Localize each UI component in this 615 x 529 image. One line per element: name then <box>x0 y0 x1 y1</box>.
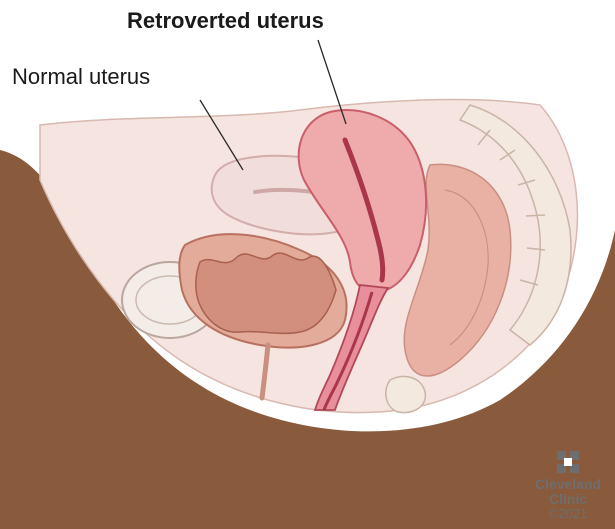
copyright-text: ©2021 <box>533 507 603 521</box>
logo-line-2: Clinic <box>533 492 603 507</box>
cleveland-clinic-mark-icon <box>556 450 580 474</box>
retroverted-uterus-label: Retroverted uterus <box>127 8 324 34</box>
cleveland-clinic-logo: Cleveland Clinic ©2021 <box>533 450 603 521</box>
bladder-rugae <box>196 253 336 333</box>
logo-line-1: Cleveland <box>533 477 603 492</box>
coccyx <box>386 376 426 412</box>
normal-uterus-label: Normal uterus <box>12 64 150 90</box>
